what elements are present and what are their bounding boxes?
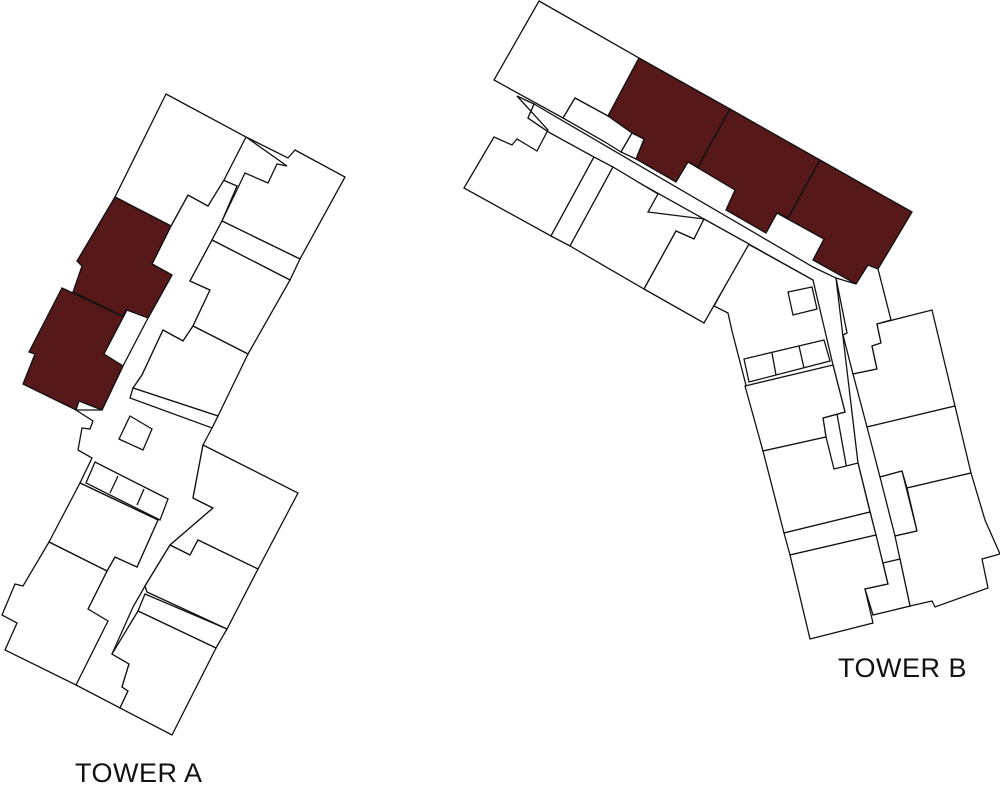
tower-a-storage [85, 461, 169, 521]
tower-a-unit[interactable] [131, 325, 249, 417]
tower-a-label: TOWER A [75, 758, 203, 788]
tower-b-unit[interactable] [643, 218, 750, 324]
tower-b [463, 0, 1000, 640]
tower-a-unit[interactable] [1, 541, 109, 686]
tower-b-box [864, 558, 911, 616]
tower-a-strip [129, 387, 219, 429]
tower-b-box [787, 286, 818, 316]
tower-b-highlighted-unit[interactable] [776, 159, 913, 285]
storage-divider [798, 345, 805, 369]
tower-a-highlighted-unit[interactable] [22, 287, 128, 411]
tower-a [1, 93, 346, 736]
storage-divider [136, 488, 145, 506]
tower-b-unit[interactable] [463, 95, 595, 237]
tower-a-unit[interactable] [144, 539, 259, 630]
tower-a-unit[interactable] [111, 610, 217, 736]
tower-b-box [620, 132, 645, 160]
tower-b-unit[interactable] [894, 472, 1000, 608]
tower-b-storage [743, 339, 831, 383]
storage-divider [771, 352, 777, 376]
storage-divider [109, 475, 119, 494]
elevator-icon [118, 415, 153, 451]
tower-b-label: TOWER B [838, 653, 968, 683]
